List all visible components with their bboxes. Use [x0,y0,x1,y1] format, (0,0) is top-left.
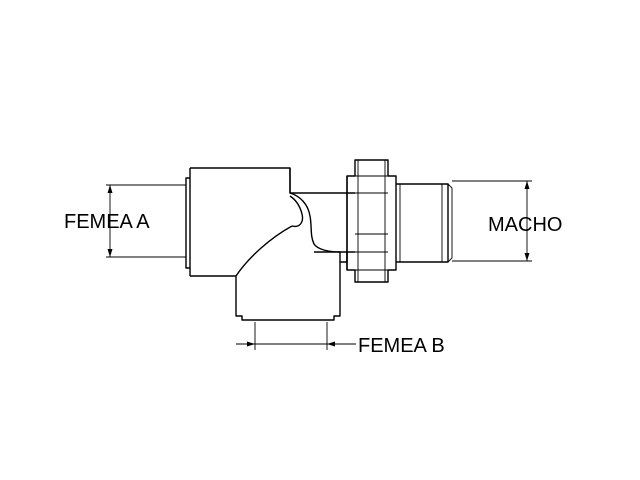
union-body-lines [346,176,355,270]
union-nut [346,159,397,283]
dimension-femea-a [106,184,186,258]
union-nut-flats [355,160,388,282]
dim-macho-arrow-top [524,181,530,189]
label-macho: MACHO [488,214,562,236]
dim-b-arrow-left [247,341,255,347]
dim-a-arrow-top [107,185,113,193]
male-thread-lines [399,183,453,263]
body-neck [289,168,347,194]
socket-a-outline [189,167,291,277]
junction-curve-inner [289,195,304,228]
label-femea-b: FEMEA B [358,335,445,357]
male-thread-end [396,183,449,263]
tee-fitting [185,159,453,321]
body-lower-edge [314,251,348,263]
dim-a-arrow-bottom [107,249,113,257]
junction-curve-upper [289,192,341,262]
dimension-macho [452,180,532,262]
dimension-femea-b [236,322,356,350]
socket-b-outline [235,225,341,321]
dim-macho-arrow-bottom [524,253,530,261]
dim-b-arrow-right [327,341,335,347]
label-femea-a: FEMEA A [64,211,150,233]
socket-a-end [185,177,190,269]
